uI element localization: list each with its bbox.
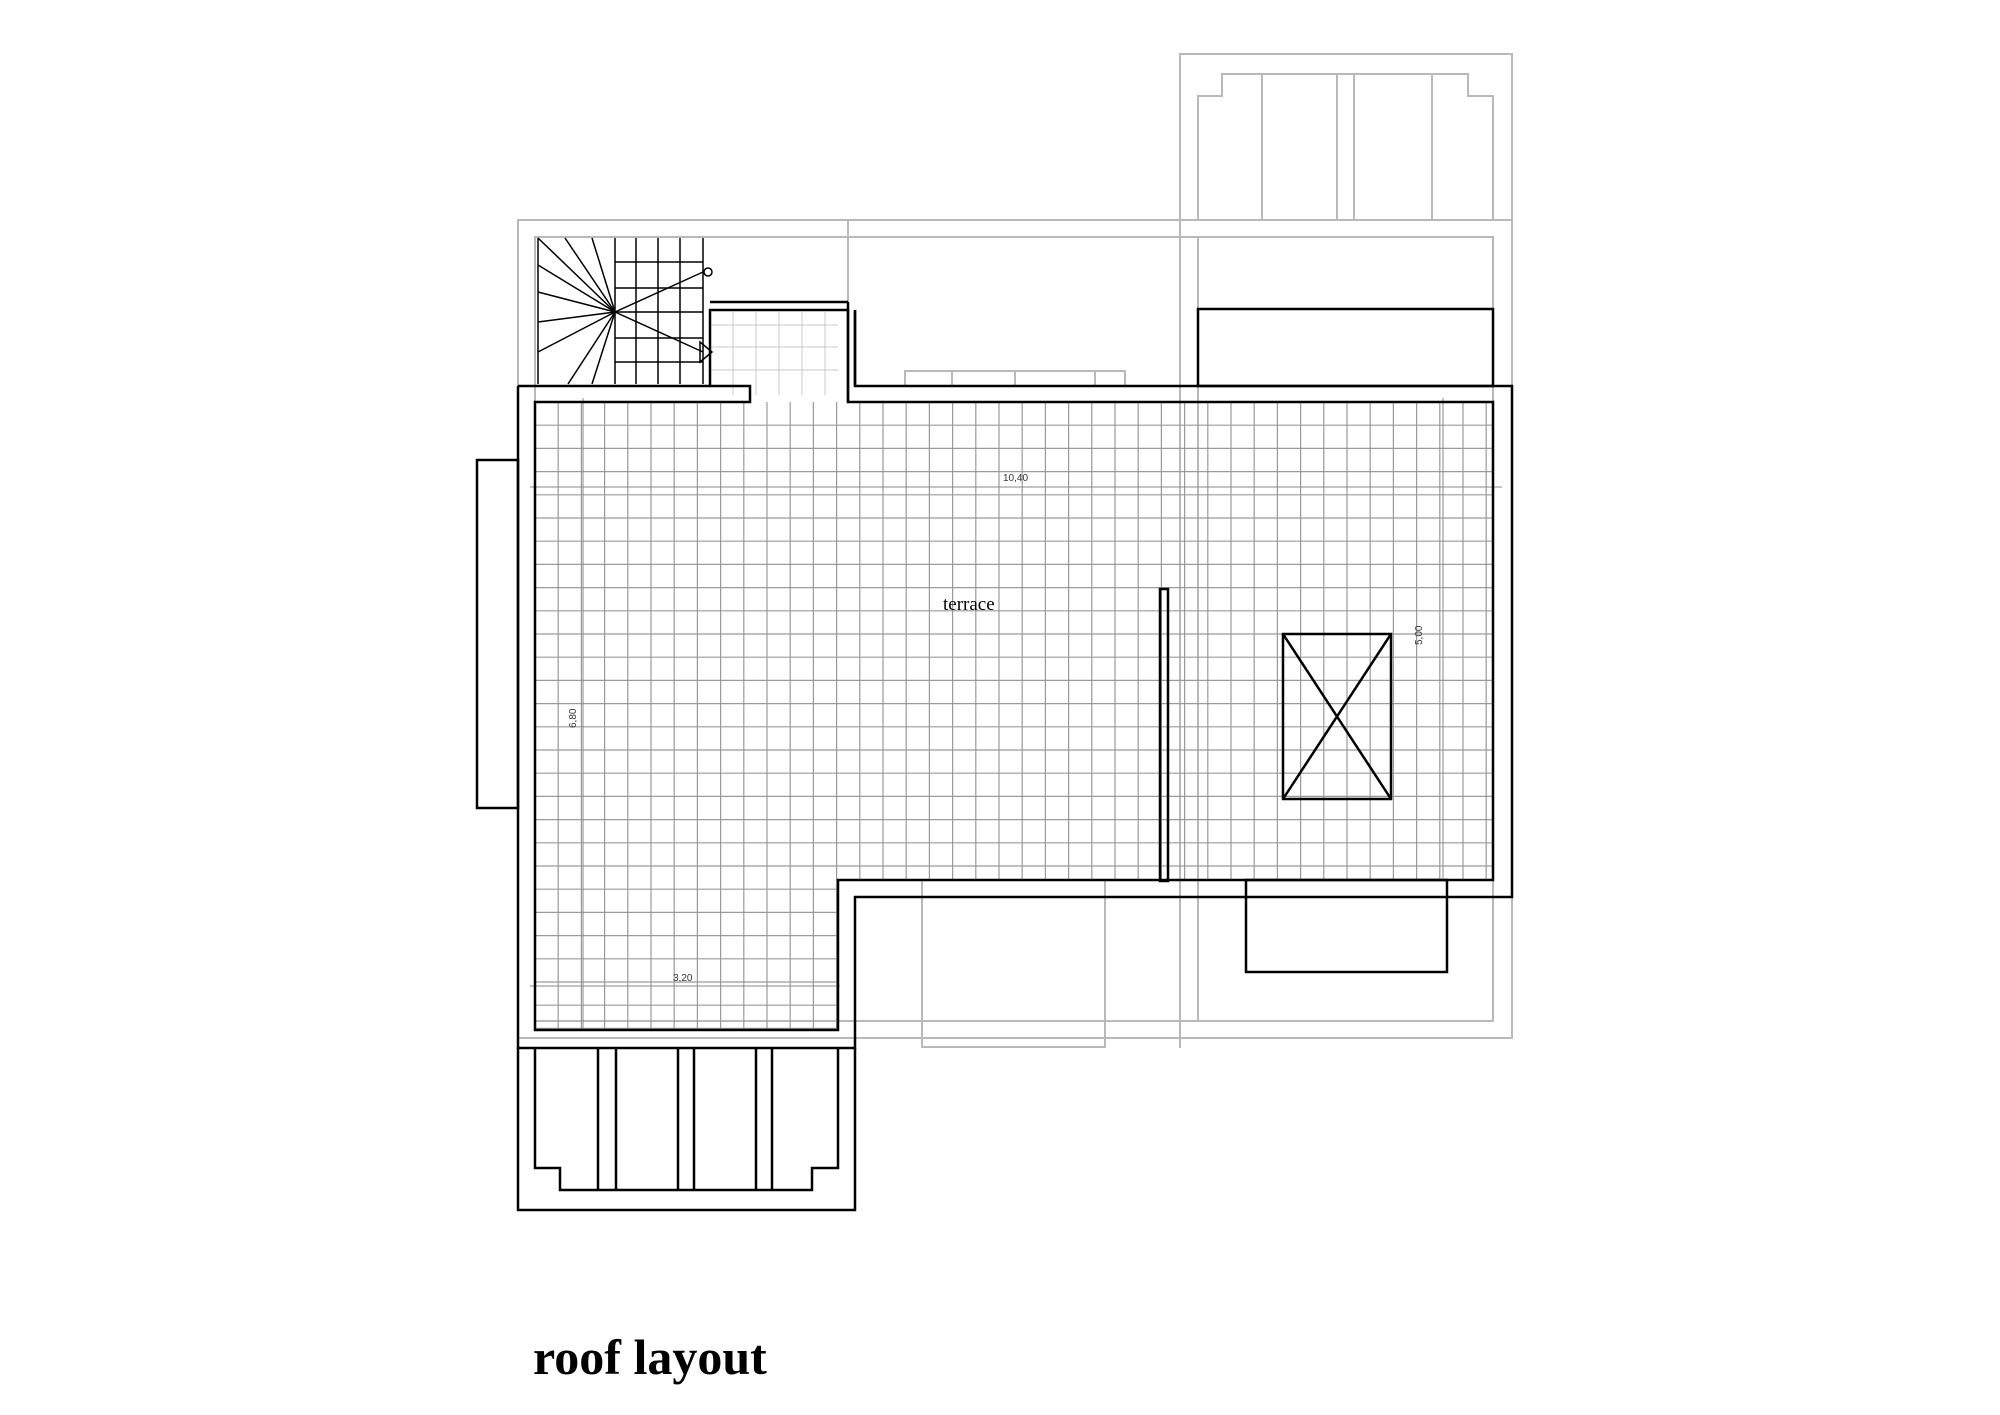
staircase bbox=[537, 237, 714, 385]
dimension-lines bbox=[530, 398, 1502, 1030]
dimension-right-label: 5,00 bbox=[1414, 625, 1425, 645]
dimension-left-label: 6,80 bbox=[568, 708, 579, 728]
dimension-top-label: 10,40 bbox=[1003, 473, 1028, 484]
terrace-tile-grid bbox=[535, 402, 1493, 1030]
drawing-title: roof layout bbox=[533, 1329, 767, 1385]
context-outlines bbox=[517, 53, 1513, 1048]
dimension-bottom-label: 3,20 bbox=[673, 973, 693, 984]
terrace-walls bbox=[475, 300, 1514, 1212]
terrace-label: terrace bbox=[943, 594, 995, 615]
